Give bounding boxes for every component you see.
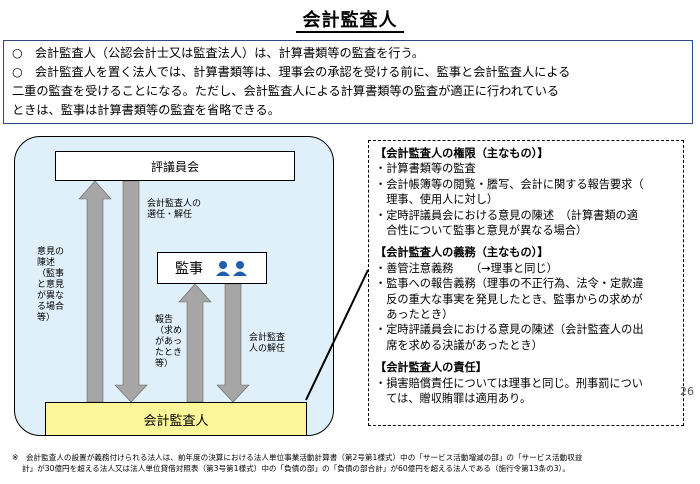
accountant-label: 会計監査人 — [143, 413, 209, 429]
authority-item: ・定時評議員会における意見の陳述 （計算書類の適 — [375, 208, 638, 222]
duty-item: ・監事への報告義務（理事の不正行為、法令・定款違 — [375, 277, 644, 291]
council-box: 評議員会 — [55, 151, 295, 181]
label-dismiss: 会計監査 人の解任 — [249, 333, 286, 354]
arrow-up-report — [178, 283, 212, 403]
label-opinion: 意見の 陳述 （監事 と意見 が異な る場合 等） — [37, 247, 65, 323]
footnote: ※ 会計監査人の設置が義務付けられる法人は、前年度の決算における法人単位事業活動… — [12, 452, 696, 474]
liability-item: ・損害賠償責任については理事と同じ。刑事罰につい — [375, 376, 643, 390]
duty-item: 反の重大な事実を発見したとき、監事からの求めが — [375, 292, 643, 306]
duty-item: ・定時評議員会における意見の陳述（会計監査人の出 — [375, 323, 644, 337]
intro-line-2a: ○ 会計監査人を置く法人では、計算書類等は、理事会の承認を受ける前に、監事と会計… — [12, 65, 571, 79]
footnote-line-2: 計」が30億円を超える法人又は法人単位貸借対照表（第3号第1様式）中の「負債の部… — [22, 464, 570, 473]
section-authority-title: 【会計監査人の権限（主なもの）】 — [375, 147, 549, 160]
authority-item: 理事、使用人に対し） — [375, 193, 499, 207]
auditor-box: 監事 — [157, 252, 267, 284]
title-underline — [296, 31, 404, 33]
page-number: 26 — [680, 385, 694, 398]
intro-line-2c: ときは、監事は計算書類等の監査を省略できる。 — [12, 103, 280, 117]
governance-diagram: 評議員会 監事 会計監査人 会計監査人の 選任・解任 意見の 陳述 （監事 と意… — [14, 136, 334, 436]
duty-item: 席を求める決議があったとき） — [375, 338, 543, 352]
arrow-up-opinion — [78, 180, 112, 403]
liability-item: ては、贈収賄罪は適用あり。 — [375, 392, 532, 406]
authority-item: 合性について監事と意見が異なる場合） — [375, 224, 588, 238]
footnote-line-1: ※ 会計監査人の設置が義務付けられる法人は、前年度の決算における法人単位事業活動… — [12, 453, 583, 462]
intro-line-2b: 二重の監査を受けることになる。ただし、会計監査人による計算書類等の監査が適正に行… — [12, 84, 560, 98]
label-report: 報告 （求め があっ たとき 等） — [155, 315, 183, 369]
diagram-arrows — [78, 180, 250, 403]
page-title: 会計監査人 — [302, 10, 398, 31]
duty-item: あったとき） — [375, 308, 454, 322]
label-elect: 会計監査人の 選任・解任 — [147, 199, 202, 220]
authority-item: ・会計帳簿等の閲覧・謄写、会計に関する報告要求（ — [375, 177, 644, 191]
section-duty-title: 【会計監査人の義務（主なもの）】 — [375, 246, 549, 260]
arrow-down-elect — [114, 180, 148, 403]
auditor-label: 監事 — [175, 261, 203, 277]
people-icon — [216, 261, 247, 276]
intro-box: ○ 会計監査人（公認会計士又は監査法人）は、計算書類等の監査を行う。 ○ 会計監… — [3, 40, 693, 124]
intro-line-1: ○ 会計監査人（公認会計士又は監査法人）は、計算書類等の監査を行う。 — [12, 46, 425, 60]
council-label: 評議員会 — [150, 159, 199, 174]
authority-item: ・計算書類等の監査 — [375, 162, 476, 176]
duty-item: ・善管注意義務 （→理事と同じ） — [375, 261, 558, 275]
accountant-details-box: 【会計監査人の権限（主なもの）】 ・計算書類等の監査 ・会計帳簿等の閲覧・謄写、… — [368, 140, 684, 426]
arrow-down-dismiss — [216, 283, 250, 403]
accountant-box: 会計監査人 — [45, 402, 307, 436]
section-liability-title: 【会計監査人の責任】 — [375, 361, 487, 375]
